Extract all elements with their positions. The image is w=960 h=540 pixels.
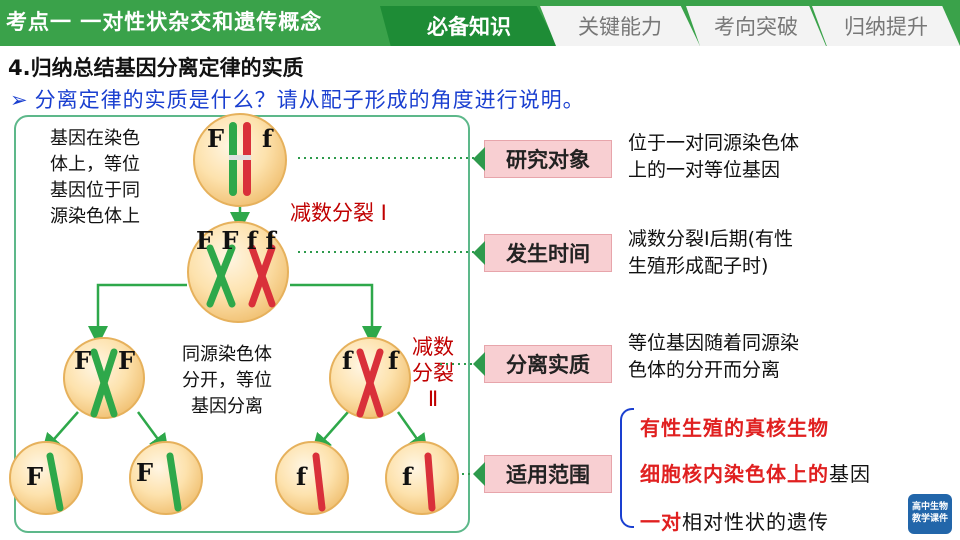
key-applicable-scope: 适用范围 [473,455,612,493]
desc-line: 上的一对等位基因 [628,159,781,181]
tree-connectors [41,200,428,455]
pointer-arrow-icon [473,352,485,376]
key-research-object: 研究对象 [473,140,612,178]
scope-red-text: 一对 [640,510,682,534]
cell-replicated [187,221,289,323]
cell-secondary-F [63,337,145,419]
allele-label: f [342,346,353,375]
scope-line-2: 细胞核内染色体上的基因 [640,458,871,487]
gamete-1 [9,441,83,515]
allele-label: f [262,124,273,153]
scope-line-3: 一对相对性状的遗传 [640,506,829,535]
allele-label: F [118,346,136,375]
allele-label: F [207,124,225,153]
note-line: 基因分离 [191,396,263,417]
arrow-bullet-icon: ➢ [10,88,29,112]
desc-occurrence-time: 减数分裂I后期(有性 生殖形成配子时) [628,226,793,280]
courseware-logo: 高中生物 教学课件 [908,494,952,534]
desc-line: 生殖形成配子时) [628,255,769,277]
cell-parent [193,113,287,207]
meiosis-2-line: 减数 [412,335,454,359]
allele-label: f [388,346,399,375]
key-occurrence-time: 发生时间 [473,234,612,272]
meiosis-1-label: 减数分裂 I [290,201,387,225]
gamete-3 [275,441,349,515]
key-separation-essence: 分离实质 [473,345,612,383]
desc-line: 位于一对同源染色体 [628,132,800,154]
allele-label: f [296,462,307,491]
allele-label: f [402,462,413,491]
scope-brace [620,408,634,528]
key-label: 分离实质 [506,353,590,377]
note-line: 基因在染色 [50,128,140,149]
allele-label: F F f f [196,226,276,255]
tab-summary[interactable]: 归纳提升 [812,6,960,46]
note-line: 体上，等位 [50,154,140,175]
pointer-arrow-icon [473,241,485,265]
allele-label: F [26,462,44,491]
note-line: 基因位于同 [50,180,140,201]
scope-black-text: 基因 [829,462,871,486]
gamete-2 [129,441,203,515]
gamete-4 [385,441,459,515]
note-line: 同源染色体 [182,344,272,365]
meiosis-2-line: Ⅱ [427,387,439,411]
cell-secondary-f [329,337,411,419]
desc-line: 色体的分开而分离 [628,359,781,381]
question-line: ➢分离定律的实质是什么？请从配子形成的角度进行说明。 [10,84,585,114]
desc-separation-essence: 等位基因随着同源染 色体的分开而分离 [628,330,799,384]
allele-label: F [136,458,154,487]
logo-line: 高中生物 [911,502,948,512]
scope-red-text: 细胞核内染色体上的 [640,462,829,486]
desc-line: 等位基因随着同源染 [628,332,800,354]
section-title: 4.归纳总结基因分离定律的实质 [8,56,304,80]
tab-exam-direction[interactable]: 考向突破 [686,6,826,46]
question-text: 分离定律的实质是什么？请从配子形成的角度进行说明。 [34,88,585,112]
scope-line-1: 有性生殖的真核生物 [640,416,829,440]
desc-research-object: 位于一对同源染色体 上的一对等位基因 [628,130,799,184]
pointer-arrow-icon [473,462,485,486]
key-label: 发生时间 [506,242,590,266]
scope-black-text: 相对性状的遗传 [682,510,829,534]
note-line: 分开，等位 [182,370,272,391]
key-label: 研究对象 [506,148,590,172]
key-label: 适用范围 [506,463,590,487]
tab-key-ability[interactable]: 关键能力 [540,6,700,46]
dotted-guides [298,157,478,475]
pointer-arrow-icon [473,147,485,171]
logo-line: 教学课件 [911,514,948,524]
header-title: 考点一 一对性状杂交和遗传概念 [6,10,323,34]
note-homologs-separate: 同源染色体 分开，等位 基因分离 [182,342,272,420]
tab-essential-knowledge[interactable]: 必备知识 [380,6,558,46]
note-line: 源染色体上 [50,206,140,227]
allele-label: F [74,346,92,375]
desc-line: 减数分裂I后期(有性 [628,228,794,250]
note-genes-on-chromosomes: 基因在染色 体上，等位 基因位于同 源染色体上 [50,126,140,230]
